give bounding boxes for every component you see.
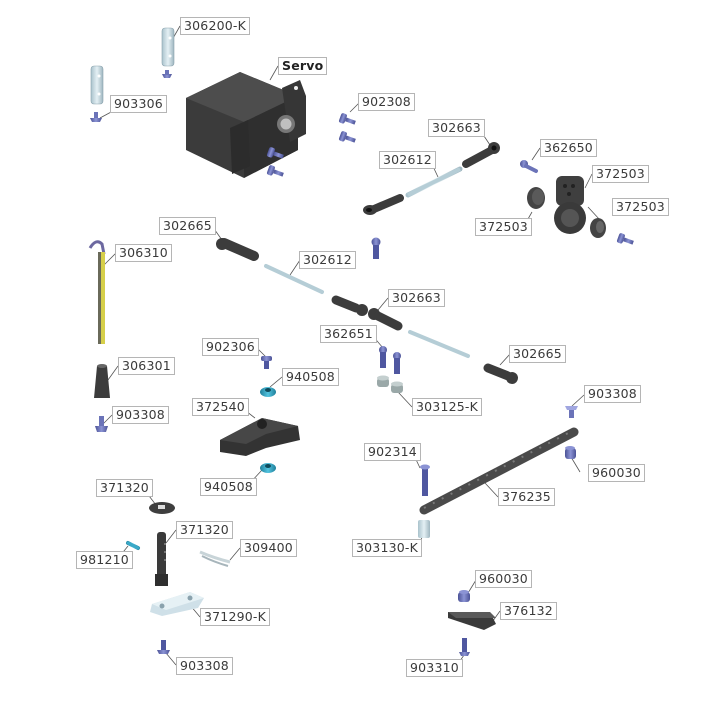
part-372503-saver [527, 176, 606, 238]
part-post-assembly [126, 502, 231, 654]
part-screw-right [616, 233, 634, 245]
label-371290-k: 371290-K [200, 608, 271, 626]
part-376132-assembly [448, 590, 496, 656]
label-903308-right: 903308 [584, 385, 641, 403]
label-302665-right: 302665 [509, 345, 566, 363]
label-303130-k: 303130-K [352, 539, 423, 557]
label-372540: 372540 [192, 398, 249, 416]
label-903308-left: 903308 [112, 406, 169, 424]
label-902306: 902306 [202, 338, 259, 356]
label-371320-shaft: 371320 [176, 521, 233, 539]
label-903310: 903310 [406, 659, 463, 677]
label-960030-right: 960030 [588, 464, 645, 482]
part-376235-assembly [418, 406, 579, 538]
part-362650 [520, 160, 538, 173]
label-903306: 903306 [110, 95, 167, 113]
label-902314: 902314 [364, 443, 421, 461]
part-306200k [161, 27, 175, 78]
part-902308-screws [266, 113, 356, 177]
label-302612-top: 302612 [379, 151, 436, 169]
label-306310: 306310 [115, 244, 172, 262]
label-372503-a: 372503 [592, 165, 649, 183]
label-940508-top: 940508 [282, 368, 339, 386]
label-309400: 309400 [240, 539, 297, 557]
label-376235: 376235 [498, 488, 555, 506]
label-306200-k: 306200-K [180, 17, 251, 35]
label-903308-bottom: 903308 [176, 657, 233, 675]
label-960030-bottom: 960030 [475, 570, 532, 588]
label-302612-mid: 302612 [299, 251, 356, 269]
label-376132: 376132 [500, 602, 557, 620]
label-362650: 362650 [540, 139, 597, 157]
label-981210: 981210 [76, 551, 133, 569]
part-306310 [88, 240, 106, 344]
part-372540-arm-assembly [220, 356, 300, 473]
part-362651-303125k [377, 346, 403, 393]
label-940508-bottom: 940508 [200, 478, 257, 496]
part-903306 [90, 65, 104, 122]
part-servo [186, 72, 306, 178]
label-362651: 362651 [320, 325, 377, 343]
label-303125-k: 303125-K [412, 398, 483, 416]
label-302665-left: 302665 [159, 217, 216, 235]
part-903308-left [95, 416, 108, 432]
label-302663-mid: 302663 [388, 289, 445, 307]
label-302663-top: 302663 [428, 119, 485, 137]
label-371320-top: 371320 [96, 479, 153, 497]
part-ball-stud [371, 237, 381, 259]
label-servo: Servo [278, 57, 328, 75]
label-902308: 902308 [358, 93, 415, 111]
part-middle-linkage [216, 238, 518, 384]
label-372503-c: 372503 [612, 198, 669, 216]
part-upper-turnbuckle [363, 142, 500, 215]
label-372503-b: 372503 [475, 218, 532, 236]
label-306301: 306301 [118, 357, 175, 375]
part-306301 [94, 364, 110, 398]
